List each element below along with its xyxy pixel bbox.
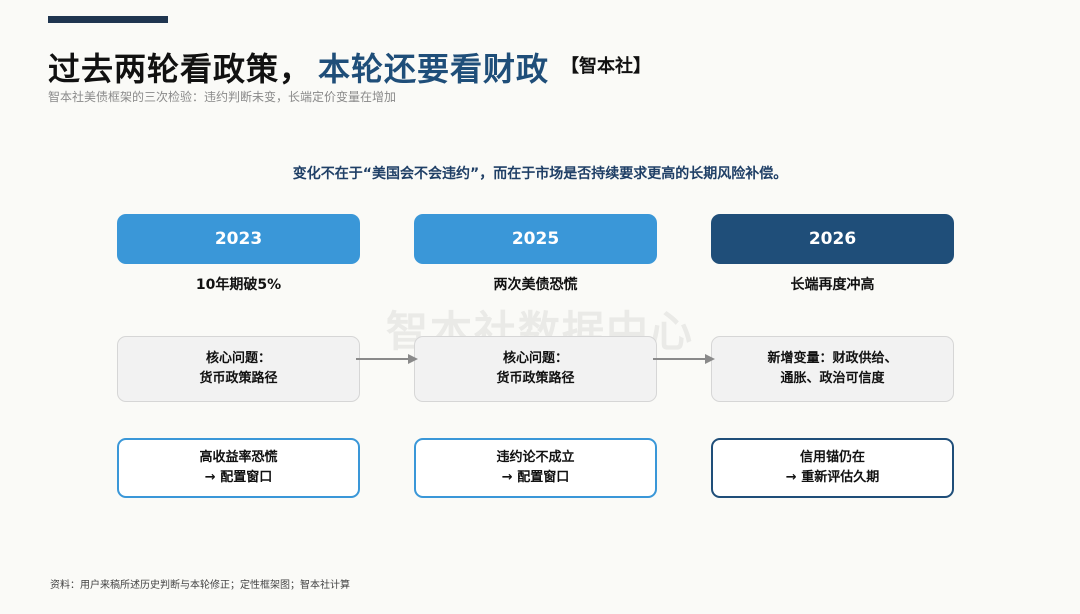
event-label: 10年期破5% xyxy=(195,277,282,293)
arrow-right-icon xyxy=(356,354,418,364)
core-line-2: 货币政策路径 xyxy=(496,371,575,386)
core-line-1: 新增变量：财政供给、 xyxy=(767,351,898,366)
outcome-box: 违约论不成立 → 配置窗口 xyxy=(414,438,657,498)
core-issue-box: 核心问题： 货币政策路径 xyxy=(414,336,657,402)
top-accent-bar xyxy=(48,16,168,23)
year-badge: 2023 xyxy=(117,214,360,264)
core-line-2: 通胀、政治可信度 xyxy=(780,371,885,386)
core-line-1: 核心问题： xyxy=(205,351,271,366)
timeline-column-2026: 2026 长端再度冲高 新增变量：财政供给、 通胀、政治可信度 信用锚仍在 → … xyxy=(711,214,954,498)
event-label: 两次美债恐慌 xyxy=(493,277,578,293)
outcome-line-2: → 配置窗口 xyxy=(204,470,273,485)
arrow-right-icon xyxy=(653,354,715,364)
outcome-line-1: 高收益率恐慌 xyxy=(199,450,278,465)
timeline-column-2023: 2023 10年期破5% 核心问题： 货币政策路径 高收益率恐慌 → 配置窗口 xyxy=(117,214,360,498)
title-brand-tag: 【智本社】 xyxy=(561,56,652,77)
core-line-2: 货币政策路径 xyxy=(199,371,278,386)
title-part-policy: 过去两轮看政策， xyxy=(48,50,313,88)
diagram-headline: 变化不在于“美国会不会违约”，而在于市场是否持续要求更高的长期风险补偿。 xyxy=(292,166,788,182)
title-part-fiscal: 本轮还要看财政 xyxy=(318,50,550,88)
core-issue-box: 核心问题： 货币政策路径 xyxy=(117,336,360,402)
page-title: 过去两轮看政策，本轮还要看财政【智本社】 xyxy=(48,44,651,90)
outcome-line-1: 违约论不成立 xyxy=(496,450,575,465)
outcome-line-2: → 配置窗口 xyxy=(501,470,570,485)
outcome-box: 信用锚仍在 → 重新评估久期 xyxy=(711,438,954,498)
outcome-box: 高收益率恐慌 → 配置窗口 xyxy=(117,438,360,498)
outcome-line-2: → 重新评估久期 xyxy=(785,470,880,485)
year-badge: 2026 xyxy=(711,214,954,264)
year-badge: 2025 xyxy=(414,214,657,264)
page-subtitle: 智本社美债框架的三次检验：违约判断未变，长端定价变量在增加 xyxy=(48,90,397,104)
core-issue-box: 新增变量：财政供给、 通胀、政治可信度 xyxy=(711,336,954,402)
source-footnote: 资料：用户来稿所述历史判断与本轮修正；定性框架图；智本社计算 xyxy=(50,580,350,591)
core-line-1: 核心问题： xyxy=(502,351,568,366)
outcome-line-1: 信用锚仍在 xyxy=(799,450,865,465)
timeline-column-2025: 2025 两次美债恐慌 核心问题： 货币政策路径 违约论不成立 → 配置窗口 xyxy=(414,214,657,498)
event-label: 长端再度冲高 xyxy=(790,277,875,293)
